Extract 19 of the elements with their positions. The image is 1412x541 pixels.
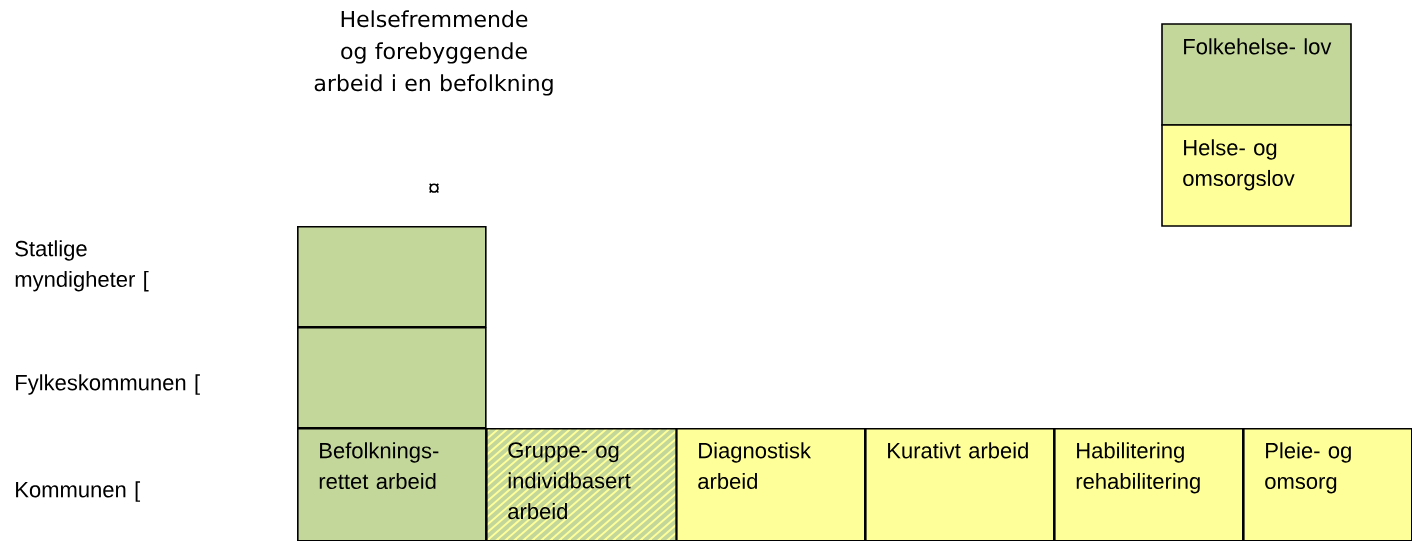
column-box xyxy=(297,226,487,328)
node-label: Befolknings- rettet arbeid xyxy=(319,442,439,490)
cell-box: Befolknings- rettet arbeid xyxy=(297,428,487,541)
legend-item: Folkehelse- lov xyxy=(1161,23,1352,126)
symbol: ¤ xyxy=(429,183,439,194)
node-label: Diagnostisk arbeid xyxy=(698,442,812,490)
cell-box: Kurativt arbeid xyxy=(865,428,1055,541)
legend-item: Helse- og omsorgslov xyxy=(1161,124,1352,227)
row-label: Fylkeskommunen [ xyxy=(16,374,200,395)
cell-box: Habilitering rehabilitering xyxy=(1054,428,1244,541)
node-label: Habilitering rehabilitering xyxy=(1076,442,1200,494)
cell-box: Diagnostisk arbeid xyxy=(676,428,866,541)
heading: Helsefremmende og forebyggende arbeid i en befolkning xyxy=(314,10,553,96)
cell-box: Gruppe- og individbasert arbeid xyxy=(486,428,677,541)
row-label: Kommunen [ xyxy=(16,481,141,502)
cell-box: Pleie- og omsorg xyxy=(1243,428,1412,541)
column-box xyxy=(297,327,487,429)
node-label: Kurativt arbeid xyxy=(888,442,1028,459)
row-label: Statlige myndigheter [ xyxy=(15,240,149,292)
